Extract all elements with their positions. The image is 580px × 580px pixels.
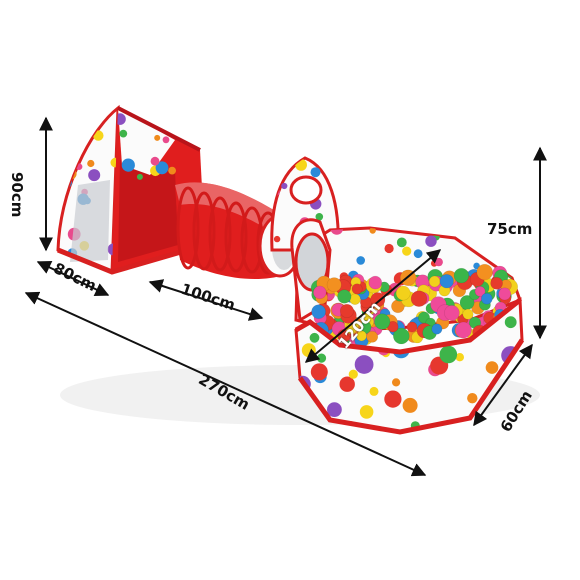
fabric-dot: [354, 355, 374, 374]
dimension-arrows: [24, 116, 547, 477]
fabric-dot: [150, 156, 160, 166]
fabric-dot: [281, 182, 288, 190]
play-ball: [439, 274, 454, 289]
fabric-dot: [392, 378, 401, 387]
fabric-dot: [491, 255, 500, 264]
fabric-dot: [339, 376, 355, 392]
fabric-dot: [121, 158, 135, 172]
fabric-dot: [425, 235, 437, 247]
fabric-dot: [155, 161, 169, 175]
height-label-basket: 75cm: [487, 220, 533, 238]
fabric-dot: [455, 353, 464, 362]
play-ball: [476, 263, 493, 281]
play-ball: [474, 285, 486, 297]
fabric-dot: [384, 243, 394, 254]
fabric-dot: [348, 369, 358, 379]
play-ball: [444, 305, 460, 321]
play-ball: [351, 283, 363, 295]
tent-mesh-window: [70, 180, 110, 262]
fabric-dot: [356, 256, 366, 265]
play-ball: [490, 276, 503, 290]
play-ball: [311, 304, 326, 320]
fabric-dot: [315, 213, 324, 221]
fabric-dot: [358, 427, 367, 432]
fabric-dot: [61, 111, 76, 125]
play-ball: [326, 277, 342, 293]
fabric-dot: [474, 421, 492, 432]
fabric-dot: [92, 117, 103, 128]
play-ball: [395, 285, 411, 301]
fabric-dot: [273, 235, 281, 243]
tunnel-ring: [192, 191, 216, 271]
play-ball: [480, 292, 493, 305]
fabric-dot: [168, 166, 177, 175]
fabric-dot: [369, 228, 376, 234]
play-ball: [431, 323, 443, 335]
fabric-dot: [384, 390, 402, 408]
fabric-dot: [154, 134, 161, 141]
fabric-dot: [369, 386, 379, 396]
fabric-dot: [467, 393, 478, 404]
play-ball: [339, 303, 354, 318]
fabric-dot: [478, 240, 488, 249]
play-ball: [313, 285, 327, 300]
fabric-dot: [402, 397, 418, 413]
fabric-dot: [179, 114, 187, 122]
fabric-dot: [58, 171, 67, 183]
play-ball: [462, 308, 474, 320]
fabric-dot: [310, 167, 321, 178]
play-ball: [368, 275, 383, 290]
play-ball: [428, 275, 441, 288]
fabric-dot: [67, 142, 80, 155]
play-ball: [366, 330, 379, 343]
tunnel: [175, 182, 302, 280]
fabric-dot: [154, 108, 163, 116]
fabric-dot: [485, 361, 499, 374]
fabric-dot: [136, 173, 143, 180]
fabric-dot: [504, 316, 517, 329]
fabric-dot: [359, 405, 374, 419]
tunnel-ring: [208, 196, 232, 272]
fabric-dot: [162, 136, 170, 144]
play-ball: [337, 289, 352, 304]
tunnel-ring: [176, 186, 200, 270]
fabric-dot: [164, 109, 174, 119]
fabric-dot: [310, 363, 328, 381]
play-ball: [453, 267, 470, 284]
tunnel-ring: [224, 201, 248, 273]
play-ball: [498, 287, 512, 301]
fabric-dot: [439, 345, 458, 364]
fabric-dot: [87, 109, 96, 119]
fabric-dot: [87, 159, 95, 168]
play-ball: [406, 321, 418, 333]
fabric-dot: [61, 141, 71, 152]
fabric-dot: [88, 169, 101, 182]
play-ball: [410, 290, 428, 307]
play-ball: [455, 321, 472, 339]
fabric-dot: [434, 257, 443, 267]
fabric-dot: [119, 129, 128, 138]
fabric-dot: [309, 332, 320, 343]
fabric-dot: [413, 249, 423, 259]
fabric-dot: [295, 159, 307, 171]
height-label-tent: 90cm: [8, 172, 26, 218]
fabric-dot: [402, 246, 412, 256]
fabric-dot: [396, 237, 407, 248]
fabric-dot: [316, 353, 327, 363]
